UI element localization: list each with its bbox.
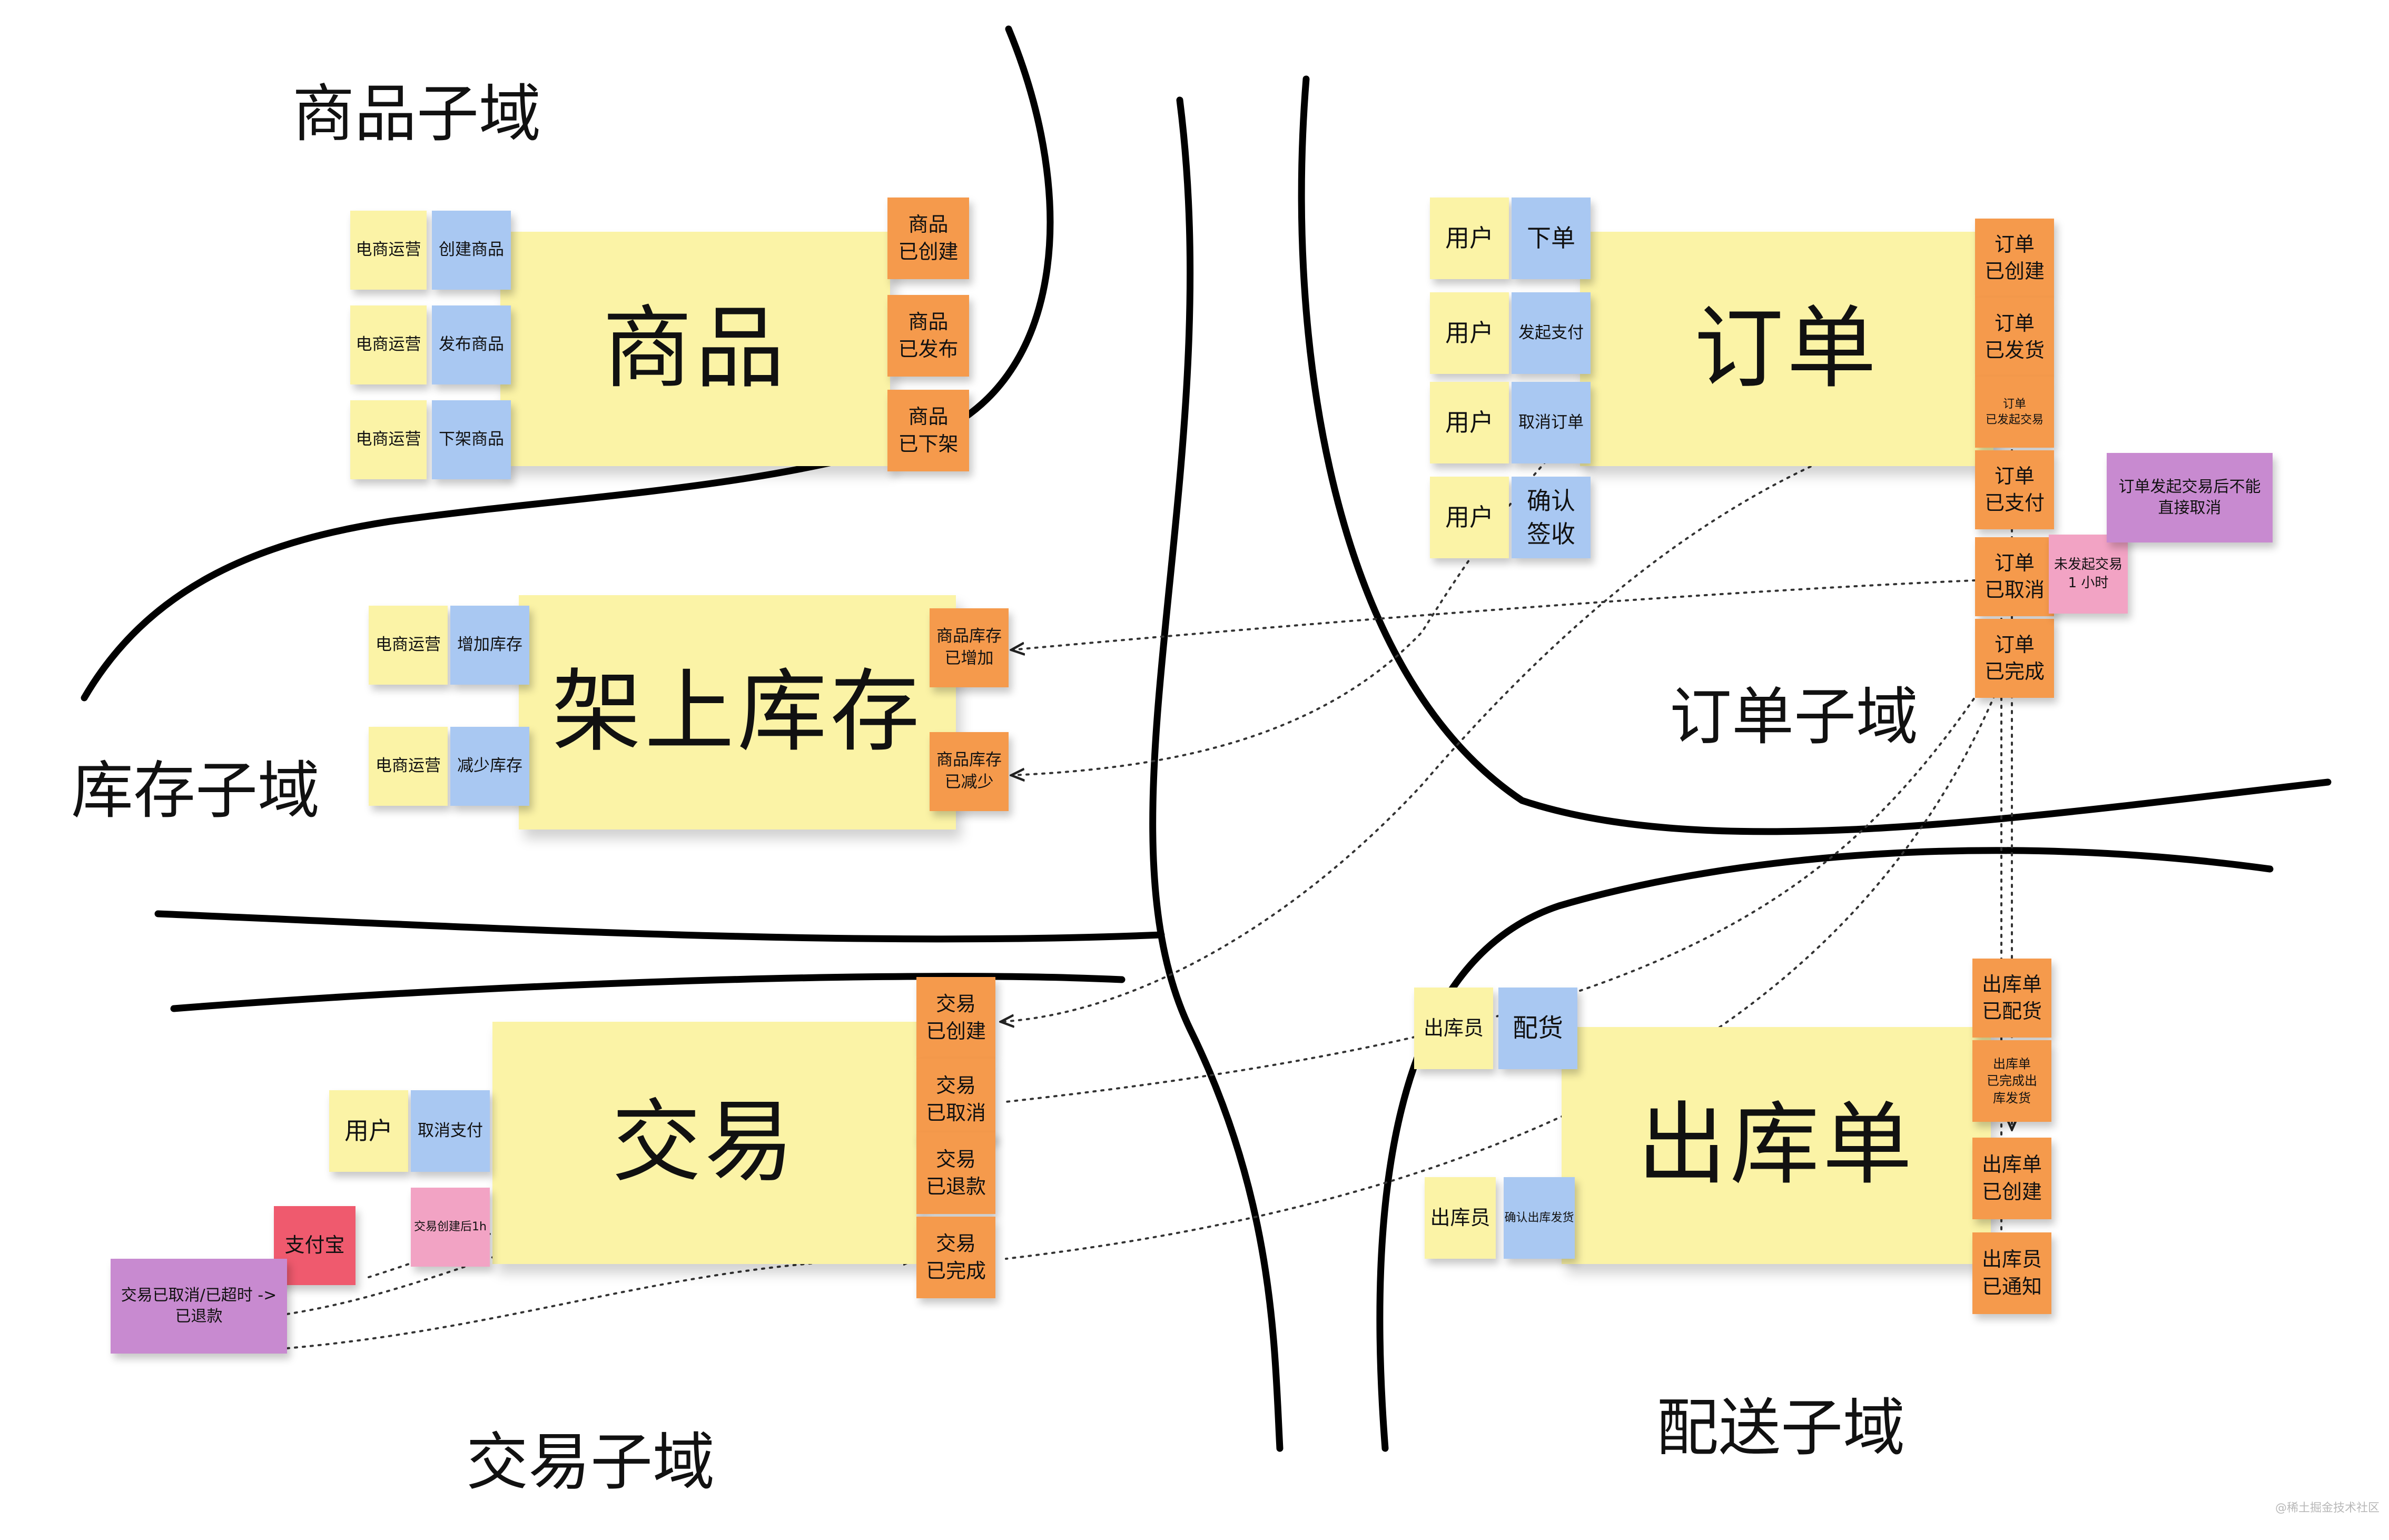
actor-note: 电商运营 — [350, 400, 427, 479]
policy-no-direct-cancel: 订单发起交易后不能 直接取消 — [2107, 453, 2273, 542]
event-order-trade-initiated: 订单 已发起交易 — [1975, 377, 2054, 448]
actor-note: 出库员 — [1414, 988, 1493, 1069]
watermark: @稀土掘金技术社区 — [2275, 1502, 2380, 1515]
actor-note: 电商运营 — [350, 305, 427, 384]
event-order-canceled: 订单 已取消 — [1975, 537, 2054, 616]
event-goods-published: 商品 已发布 — [887, 295, 969, 377]
policy-cancel-timeout-refund: 交易已取消/已超时 -> 已退款 — [111, 1259, 287, 1354]
boundary-inventory-trade — [154, 910, 1165, 943]
event-outbound-clerk-notified: 出库员 已通知 — [1972, 1232, 2051, 1314]
domain-label-goods: 商品子域 — [292, 77, 541, 150]
actor-note: 电商运营 — [369, 606, 448, 685]
event-goods-created: 商品 已创建 — [887, 198, 969, 279]
event-order-paid: 订单 已支付 — [1975, 450, 2054, 529]
event-outbound-shipped: 出库单 已完成出 库发货 — [1972, 1040, 2051, 1122]
aggregate-shelf-stock: 架上库存 — [519, 595, 956, 830]
flow-order-trade-to-trade-created — [1001, 411, 1976, 1022]
actor-note: 用户 — [1430, 198, 1509, 279]
external-system-alipay: 支付宝 — [274, 1206, 356, 1285]
command-place-order: 下单 — [1512, 198, 1591, 279]
event-stock-decreased: 商品库存 已减少 — [930, 732, 1009, 811]
actor-note: 用户 — [1430, 292, 1509, 374]
command-decrease-stock: 减少库存 — [450, 727, 529, 806]
flow-policy-to-trade-completed — [286, 1259, 916, 1349]
command-publish-goods: 发布商品 — [432, 305, 511, 384]
flow-order-created-down-a — [1005, 665, 1997, 1103]
command-initiate-payment: 发起支付 — [1512, 292, 1591, 374]
actor-note: 电商运营 — [350, 211, 427, 290]
event-order-created: 订单 已创建 — [1975, 219, 2054, 298]
aggregate-outbound-order: 出库单 — [1562, 1027, 1991, 1264]
actor-note: 用户 — [1430, 382, 1509, 463]
command-cancel-order: 取消订单 — [1512, 382, 1591, 463]
event-goods-unlisted: 商品 已下架 — [887, 390, 969, 471]
event-trade-completed: 交易 已完成 — [916, 1217, 995, 1298]
flow-order-canceled-to-stock-add — [1011, 579, 1976, 650]
event-outbound-created: 出库单 已创建 — [1972, 1138, 2051, 1219]
boundary-order — [1298, 75, 2332, 835]
boundary-trade-vertical — [1149, 96, 1284, 1452]
domain-label-order: 订单子域 — [1670, 680, 1919, 753]
boundary-delivery — [1376, 847, 2274, 1452]
domain-label-delivery: 配送子域 — [1656, 1391, 1906, 1464]
boundary-goods — [81, 25, 1054, 702]
actor-note: 用户 — [1430, 477, 1509, 558]
command-create-goods: 创建商品 — [432, 211, 511, 290]
aggregate-trade: 交易 — [492, 1022, 916, 1264]
event-outbound-allocated: 出库单 已配货 — [1972, 959, 2051, 1038]
command-confirm-receipt: 确认 签收 — [1512, 477, 1591, 558]
event-trade-canceled: 交易 已取消 — [916, 1059, 995, 1140]
event-order-completed: 订单 已完成 — [1975, 619, 2054, 698]
flow-order-created-to-stock-reduce — [1011, 262, 1976, 775]
aggregate-order: 订单 — [1580, 232, 1993, 466]
domain-label-inventory: 库存子域 — [71, 754, 320, 827]
event-trade-refunded: 交易 已退款 — [916, 1132, 995, 1214]
aggregate-goods: 商品 — [500, 232, 890, 466]
event-order-shipped: 订单 已发货 — [1975, 298, 2054, 377]
command-increase-stock: 增加库存 — [450, 606, 529, 685]
actor-note: 出库员 — [1425, 1177, 1496, 1259]
actor-note: 用户 — [329, 1090, 408, 1172]
command-confirm-outbound: 确认出库发货 — [1504, 1177, 1575, 1259]
domain-label-trade: 交易子域 — [466, 1426, 715, 1498]
actor-note: 电商运营 — [369, 727, 448, 806]
command-cancel-payment: 取消支付 — [411, 1090, 490, 1172]
time-trigger-trade-1h: 交易创建后1h — [411, 1188, 490, 1267]
command-allocate-stock: 配货 — [1498, 988, 1577, 1069]
event-stock-increased: 商品库存 已增加 — [930, 608, 1009, 687]
event-trade-created: 交易 已创建 — [916, 977, 995, 1059]
command-unlist-goods: 下架商品 — [432, 400, 511, 479]
boundary-trade-left — [170, 973, 1126, 1012]
time-trigger-unpaid-1h: 未发起交易 1 小时 — [2049, 535, 2128, 614]
